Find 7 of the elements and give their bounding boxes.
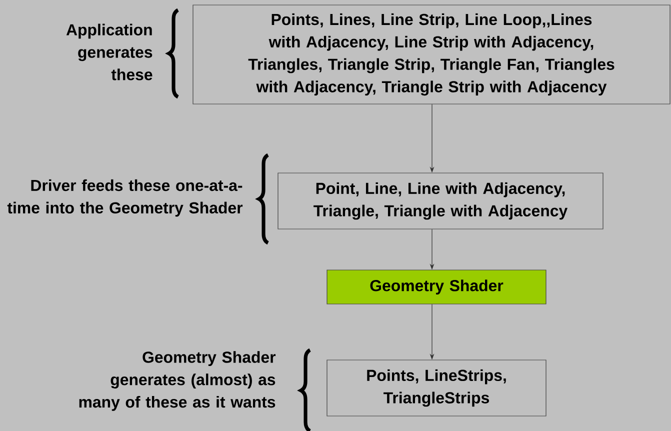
side-note: Application generates these xyxy=(66,24,152,80)
side-note: Geometry Shader generates (almost) as many of these as it wants xyxy=(79,351,276,411)
primitive-box: Points, Lines, Line Strip, Line Loop,,Lines with Adjacency, Line Strip with Adjacency, Triangles, Triangle Strip, Triangle Fan, Triangles with Adjacency, Triangle Strip with Adjacency xyxy=(192,4,670,104)
primitive-box: Points, LineStrips, TriangleStrips xyxy=(326,360,546,416)
shader-box: Geometry Shader xyxy=(326,270,546,304)
side-note: Driver feeds these one-at-a-time into the Geometry Shader xyxy=(7,179,243,217)
primitive-box: Point, Line, Line with Adjacency, Triangle, Triangle with Adjacency xyxy=(278,172,604,230)
